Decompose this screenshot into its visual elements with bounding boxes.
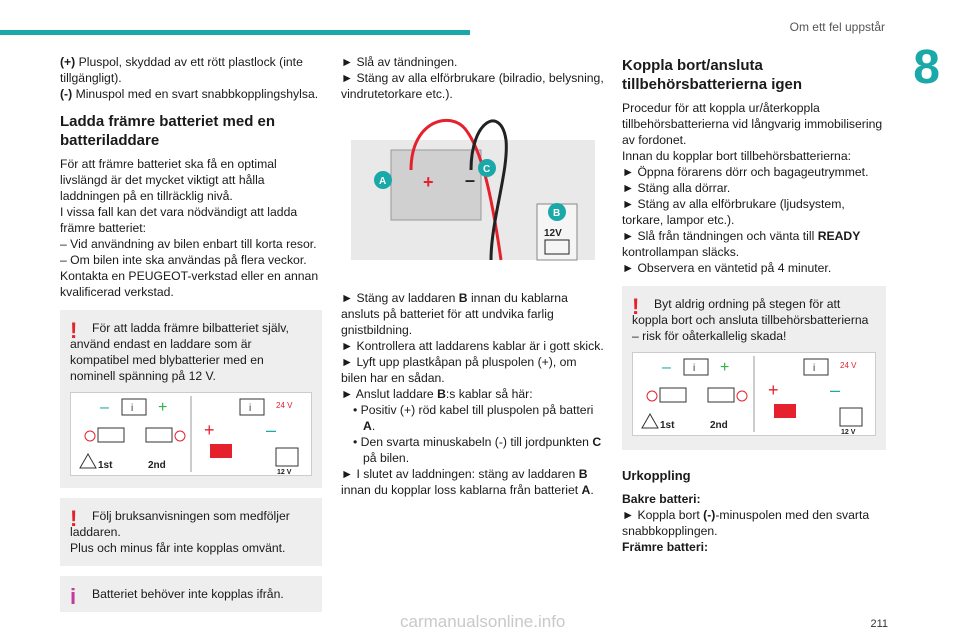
charger-diagram: – + i 1st 2nd i 24 V + – 12 V bbox=[632, 352, 876, 436]
paragraph: Kontakta en PEUGEOT-verkstad eller en an… bbox=[60, 269, 319, 299]
info-text: Batteriet behöver inte kopplas ifrån. bbox=[92, 587, 284, 601]
step: ► Stäng av alla elförbrukare (bilradio, … bbox=[341, 71, 604, 101]
warning-box-polarity: ! Följ bruksanvisningen som medföljer la… bbox=[60, 498, 322, 566]
heading-disconnection: Urkoppling bbox=[622, 468, 691, 483]
charger-diagram: – + i 1st 2nd i 24 V + – 12 V bbox=[70, 392, 312, 476]
paragraph: För att främre batteriet ska få en optim… bbox=[60, 157, 277, 203]
svg-text:12 V: 12 V bbox=[841, 429, 856, 436]
header-accent-bar bbox=[0, 30, 470, 35]
column-left: (+) Pluspol, skyddad av ett rött plastlo… bbox=[60, 54, 322, 612]
warning-icon: ! bbox=[632, 294, 640, 319]
watermark: carmanualsonline.info bbox=[400, 612, 566, 631]
plus-terminal-text: (+) Pluspol, skyddad av ett rött plastlo… bbox=[60, 55, 303, 85]
warning-icon: ! bbox=[70, 318, 78, 343]
dash-item: – Vid användning av bilen enbart till ko… bbox=[60, 237, 317, 251]
step: ► I slutet av laddningen: stäng av ladda… bbox=[341, 467, 594, 497]
sub-step: • Den svarta minuskabeln (-) till jordpu… bbox=[353, 435, 602, 465]
svg-text:+: + bbox=[204, 420, 215, 440]
step: ► Observera en väntetid på 4 minuter. bbox=[622, 261, 832, 275]
svg-text:–: – bbox=[465, 170, 475, 190]
warning-icon: ! bbox=[70, 506, 78, 531]
step: ► Lyft upp plastkåpan på pluspolen (+), … bbox=[341, 355, 577, 385]
warning-text: Plus och minus får inte kopplas omvänt. bbox=[70, 541, 286, 555]
svg-text:+: + bbox=[423, 172, 434, 192]
svg-text:–: – bbox=[266, 420, 276, 440]
warning-box-order: ! Byt aldrig ordning på stegen för att k… bbox=[622, 286, 886, 450]
sub-step: • Positiv (+) röd kabel till pluspolen p… bbox=[353, 403, 594, 433]
warning-text: För att ladda främre bilbatteriet själv,… bbox=[70, 321, 289, 383]
svg-text:24 V: 24 V bbox=[840, 361, 857, 370]
battery-connection-illustration: + – A C B 12V bbox=[341, 110, 605, 280]
paragraph: Procedur för att koppla ur/återkoppla ti… bbox=[622, 101, 883, 147]
warning-text: Följ bruksanvisningen som medföljer ladd… bbox=[70, 509, 290, 539]
svg-text:+: + bbox=[720, 359, 729, 376]
step: ► Stäng alla dörrar. bbox=[622, 181, 731, 195]
chapter-number: 8 bbox=[913, 41, 940, 94]
step: ► Slå från tändningen och vänta till REA… bbox=[622, 229, 861, 259]
heading-charge-front: Ladda främre batteriet med en batterilad… bbox=[60, 113, 276, 149]
column-middle: ► Slå av tändningen. ► Stäng av alla elf… bbox=[341, 54, 605, 498]
svg-text:12V: 12V bbox=[544, 228, 562, 239]
svg-text:i: i bbox=[131, 403, 133, 414]
svg-text:i: i bbox=[693, 363, 695, 374]
step: ► Stäng av alla elförbrukare (ljudsystem… bbox=[622, 197, 845, 227]
svg-text:12 V: 12 V bbox=[277, 469, 292, 476]
step: ► Slå av tändningen. bbox=[341, 55, 458, 69]
svg-text:24 V: 24 V bbox=[276, 401, 293, 410]
heading-disconnect: Koppla bort/ansluta tillbehörsbatteriern… bbox=[622, 57, 803, 93]
step: ► Kontrollera att laddarens kablar är i … bbox=[341, 339, 604, 353]
paragraph: I vissa fall kan det vara nödvändigt att… bbox=[60, 205, 298, 235]
svg-text:+: + bbox=[768, 380, 779, 400]
section-title: Om ett fel uppstår bbox=[789, 20, 885, 34]
warning-text: Byt aldrig ordning på stegen för att kop… bbox=[632, 297, 869, 343]
step: ► Öppna förarens dörr och bagageutrymmet… bbox=[622, 165, 869, 179]
svg-text:1st: 1st bbox=[660, 420, 675, 431]
warning-box: ! För att ladda främre bilbatteriet själ… bbox=[60, 310, 322, 488]
svg-text:2nd: 2nd bbox=[148, 460, 166, 471]
label-front-battery: Främre batteri: bbox=[622, 540, 709, 554]
dash-item: – Om bilen inte ska användas på flera ve… bbox=[60, 253, 307, 267]
paragraph: Innan du kopplar bort tillbehörsbatterie… bbox=[622, 149, 851, 163]
svg-text:C: C bbox=[483, 164, 490, 175]
page-number: 211 bbox=[870, 618, 888, 630]
minus-terminal-text: (-) Minuspol med en svart snabbkopplings… bbox=[60, 87, 319, 101]
svg-text:1st: 1st bbox=[98, 460, 113, 471]
svg-text:B: B bbox=[553, 208, 560, 219]
svg-text:i: i bbox=[813, 363, 815, 374]
svg-text:i: i bbox=[249, 403, 251, 414]
step: ► Stäng av laddaren B innan du kablarna … bbox=[341, 291, 568, 337]
svg-text:–: – bbox=[662, 359, 671, 376]
step: ► Koppla bort (-)-minuspolen med den sva… bbox=[622, 508, 870, 538]
svg-text:–: – bbox=[830, 380, 840, 400]
svg-text:A: A bbox=[379, 176, 386, 187]
svg-text:–: – bbox=[100, 399, 109, 416]
label-rear-battery: Bakre batteri: bbox=[622, 492, 701, 506]
step: ► Anslut laddare B:s kablar så här: bbox=[341, 387, 533, 401]
info-box: i Batteriet behöver inte kopplas ifrån. bbox=[60, 576, 322, 612]
column-right: Koppla bort/ansluta tillbehörsbatteriern… bbox=[622, 54, 886, 555]
info-icon: i bbox=[70, 584, 77, 609]
svg-text:+: + bbox=[158, 399, 167, 416]
svg-text:2nd: 2nd bbox=[710, 420, 728, 431]
